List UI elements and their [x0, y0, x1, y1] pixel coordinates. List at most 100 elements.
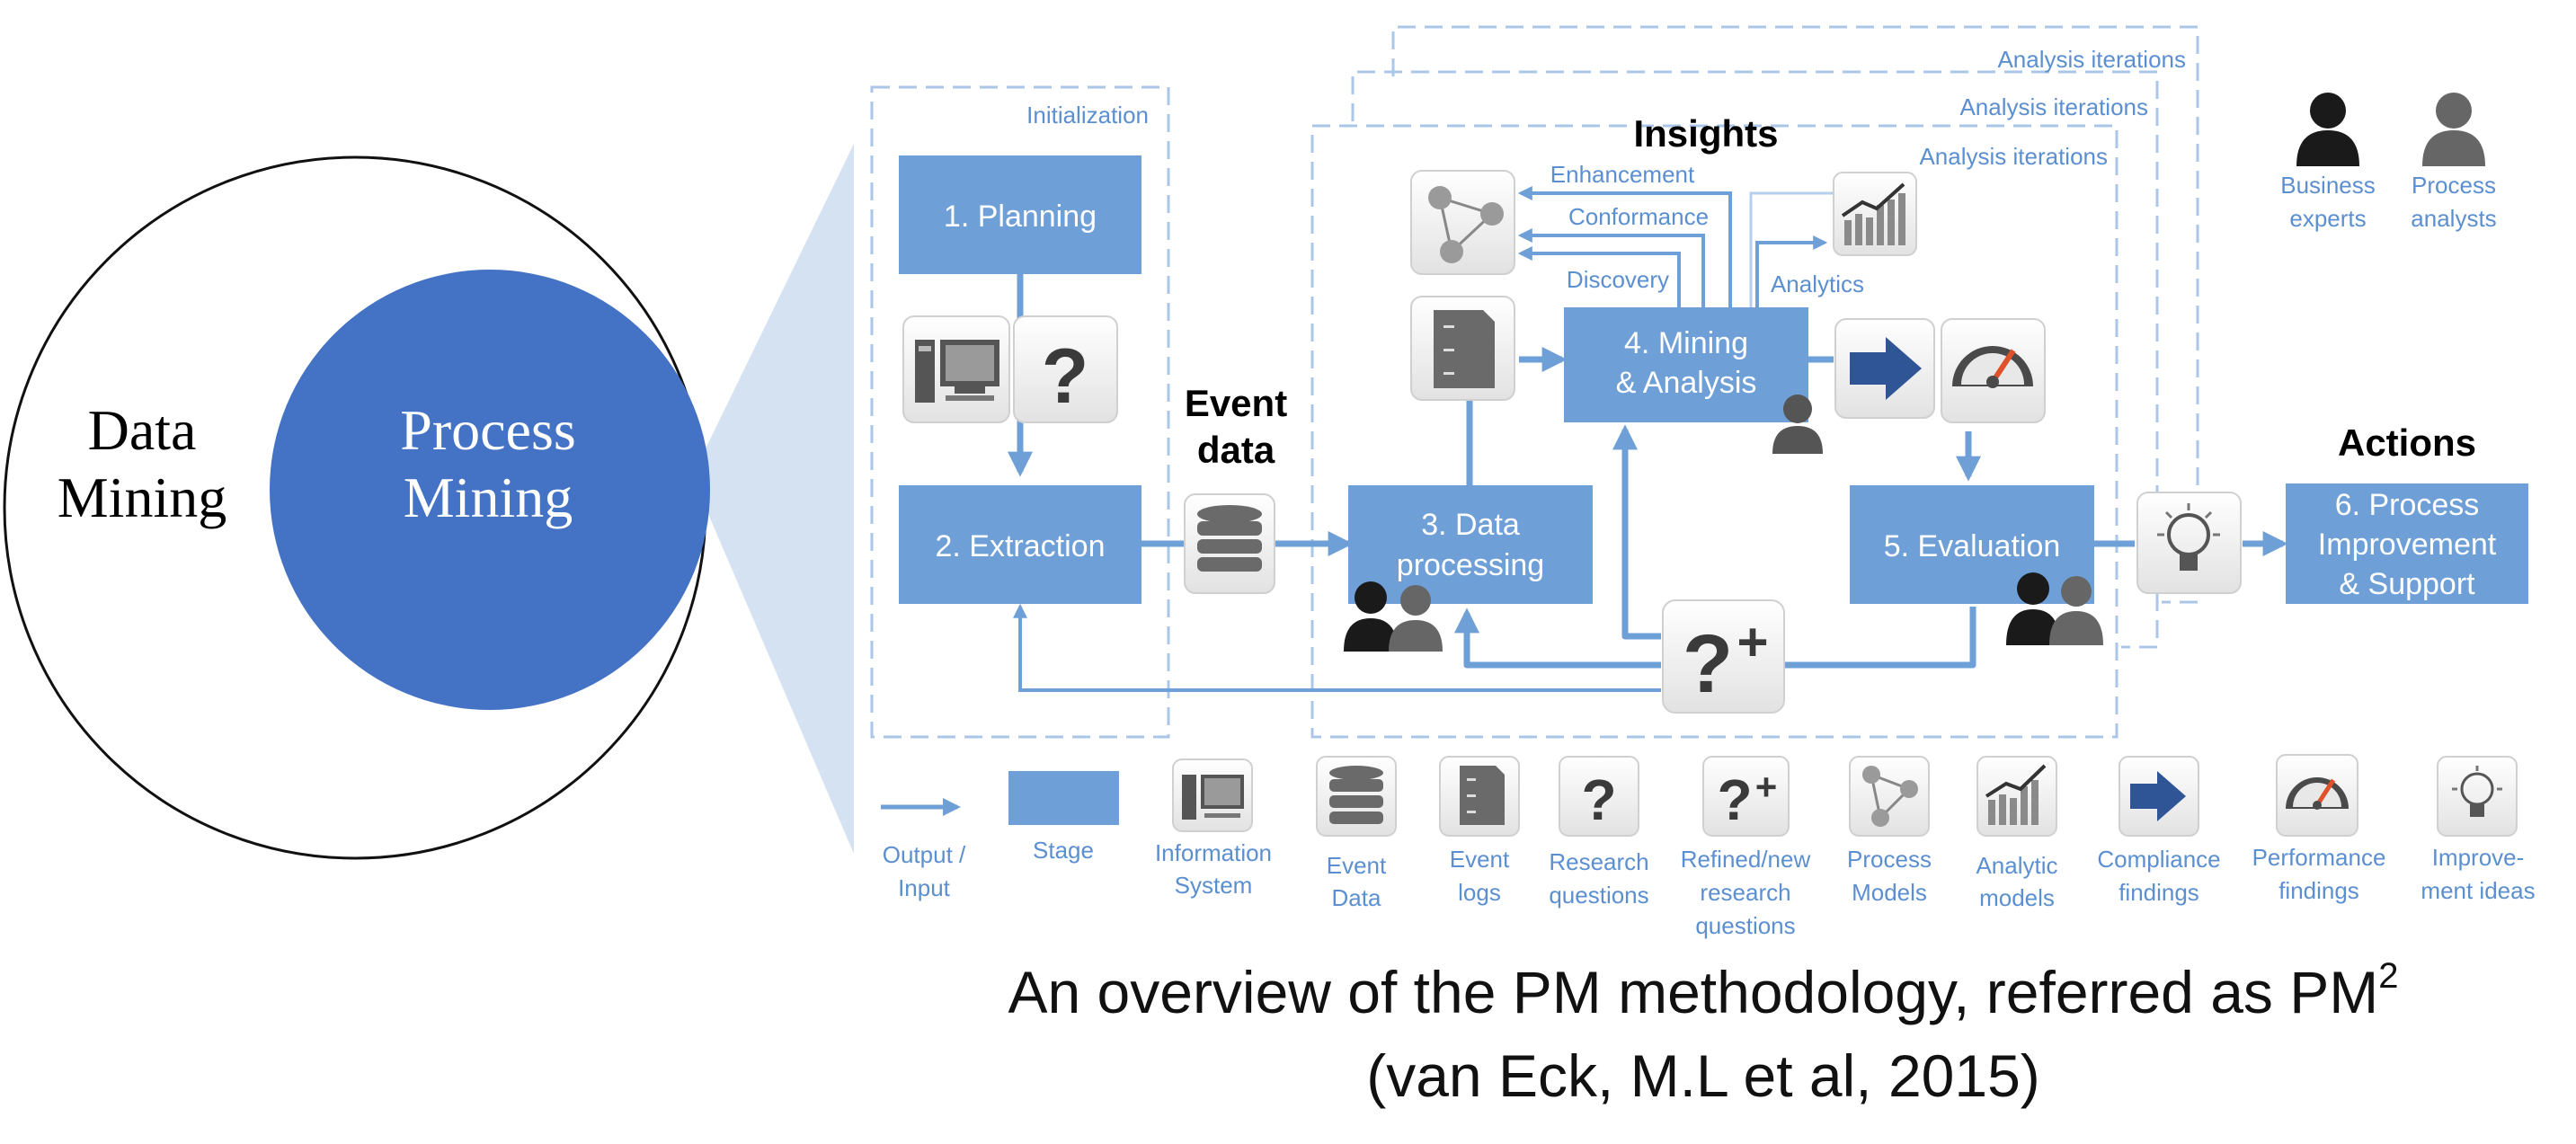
- svg-text:?: ?: [1683, 618, 1733, 710]
- caption-superscript: 2: [2378, 956, 2398, 996]
- data-mining-label-1: Data: [88, 398, 197, 462]
- enhancement-label: Enhancement: [1550, 161, 1695, 188]
- legend-output-input-1: Output /: [883, 841, 966, 868]
- legend-analytic-model-icon: [1976, 756, 2057, 837]
- business-person-icon: [1344, 581, 1398, 652]
- legend-research-1: Research: [1549, 848, 1648, 875]
- actions-heading: Actions: [2338, 421, 2476, 464]
- legend-output-input-2: Input: [898, 874, 951, 901]
- stage-mining-label-2: & Analysis: [1616, 366, 1757, 400]
- stage-evaluation-label: 5. Evaluation: [1884, 529, 2061, 563]
- process-model-icon: [1410, 170, 1515, 275]
- legend: Output / Input Stage Information System …: [881, 754, 2536, 939]
- business-and-analyst-icon-processing: [1344, 581, 1443, 652]
- iteration-frame-3: [1391, 25, 2199, 604]
- stage-planning-label: 1. Planning: [944, 200, 1097, 234]
- flow-arrows: [1008, 274, 2288, 669]
- stage-mining-label-1: 4. Mining: [1624, 326, 1748, 360]
- process-analysts-label-1: Process: [2412, 172, 2496, 199]
- legend-research-question-icon: ?: [1559, 756, 1639, 837]
- legend-refined-2: research: [1700, 879, 1790, 906]
- business-and-analyst-icon-evaluation: [2006, 572, 2103, 645]
- process-mining-label-2: Mining: [404, 466, 573, 529]
- svg-text:?: ?: [1717, 767, 1752, 832]
- analytics-label: Analytics: [1771, 270, 1864, 297]
- legend-research-2: questions: [1549, 882, 1648, 909]
- performance-findings-icon: [1941, 318, 2046, 423]
- business-person-icon: [2006, 572, 2060, 645]
- legend-info-system-2: System: [1175, 872, 1253, 899]
- dashed-frames: [870, 25, 2199, 739]
- event-data-heading-1: Event: [1185, 382, 1287, 424]
- legend-analytic-2: models: [1979, 884, 2055, 911]
- venn-diagram: Data Mining Process Mining: [3, 144, 854, 860]
- iteration-frame-1: [1310, 124, 2119, 739]
- iteration-label-1: Analysis iterations: [1919, 143, 2108, 170]
- feedback-arrows: [1744, 191, 1834, 324]
- legend-event-data-2: Data: [1332, 884, 1381, 911]
- event-logs-icon: [1410, 296, 1515, 401]
- arrow-refined-mining: [1612, 424, 1661, 640]
- legend-refined-1: Refined/new: [1681, 846, 1811, 873]
- legend-event-logs-2: logs: [1458, 879, 1501, 906]
- arrow-discovery: [1517, 246, 1681, 322]
- legend-event-data-1: Event: [1327, 852, 1387, 879]
- analyst-person-icon: [2049, 576, 2103, 645]
- stage-evaluation: 5. Evaluation: [1850, 485, 2094, 604]
- arrow-enhancement: [1517, 186, 1732, 322]
- iteration-label-3: Analysis iterations: [1997, 46, 2186, 73]
- legend-compliance-2: findings: [2119, 879, 2199, 906]
- stage-processing-label-2: processing: [1397, 548, 1544, 582]
- legend-info-system-1: Information: [1155, 839, 1272, 866]
- stage-mining: 4. Mining & Analysis: [1564, 307, 1808, 422]
- analytic-model-icon: [1833, 172, 1917, 256]
- arrow-analytic-feedback: [1744, 191, 1834, 324]
- stage-improvement: 6. Process Improvement & Support: [2286, 483, 2528, 604]
- process-mining-label-1: Process: [400, 398, 576, 462]
- legend-performance-icon: [2276, 754, 2358, 837]
- legend-improvement-icon: [2437, 756, 2518, 837]
- arrow-evaluation-refined: [1784, 607, 1976, 669]
- stage-extraction: 2. Extraction: [899, 485, 1141, 604]
- iteration-label-2: Analysis iterations: [1959, 93, 2148, 120]
- legend-analytic-1: Analytic: [1976, 852, 2057, 879]
- process-analysts-icon: [2422, 93, 2485, 166]
- legend-event-logs-1: Event: [1450, 846, 1510, 873]
- stage-improvement-label-1: 6. Process: [2335, 488, 2480, 522]
- legend-compliance-icon: [2119, 756, 2199, 837]
- improvement-ideas-icon: [2136, 492, 2242, 594]
- stage-processing-label-1: 3. Data: [1421, 508, 1520, 542]
- initialization-label: Initialization: [1026, 102, 1149, 129]
- legend-event-logs-icon: [1439, 756, 1520, 837]
- iteration-frame-2: [1351, 70, 2159, 649]
- legend-stage-icon: [1008, 771, 1119, 825]
- svg-text:+: +: [1755, 766, 1778, 808]
- stage-planning: 1. Planning: [899, 155, 1141, 274]
- legend-process-model-icon: [1849, 756, 1930, 837]
- caption-line-1: An overview of the PM methodology, refer…: [1008, 956, 2398, 1025]
- business-experts-label-1: Business: [2280, 172, 2376, 199]
- legend-improvement-2: ment ideas: [2421, 877, 2535, 904]
- stage-improvement-label-3: & Support: [2339, 567, 2475, 601]
- legend-performance-2: findings: [2278, 877, 2359, 904]
- analyst-person-icon-mining: [1772, 395, 1823, 454]
- legend-process-models-2: Models: [1852, 879, 1927, 906]
- legend-stage: Stage: [1033, 837, 1094, 864]
- event-data-database-icon: [1184, 493, 1275, 594]
- business-experts-icon: [2296, 93, 2359, 166]
- caption-main-text: An overview of the PM methodology, refer…: [1008, 959, 2378, 1025]
- process-analysts-label-2: analysts: [2411, 205, 2496, 232]
- legend-compliance-1: Compliance: [2097, 846, 2220, 873]
- legend-refined-question-icon: ? +: [1702, 756, 1790, 837]
- conformance-label: Conformance: [1568, 203, 1709, 230]
- arrow-analytics: [1755, 235, 1828, 322]
- process-mining-circle: [270, 270, 710, 710]
- business-experts-label-2: experts: [2289, 205, 2366, 232]
- arrow-back-extraction: [1013, 603, 1661, 692]
- research-question-icon: ?: [1013, 315, 1118, 423]
- stage-improvement-label-2: Improvement: [2318, 528, 2497, 562]
- refined-question-icon: ? +: [1662, 599, 1785, 714]
- legend-information-system-icon: [1172, 758, 1253, 832]
- zoom-funnel: [692, 144, 854, 854]
- svg-text:?: ?: [1581, 767, 1616, 832]
